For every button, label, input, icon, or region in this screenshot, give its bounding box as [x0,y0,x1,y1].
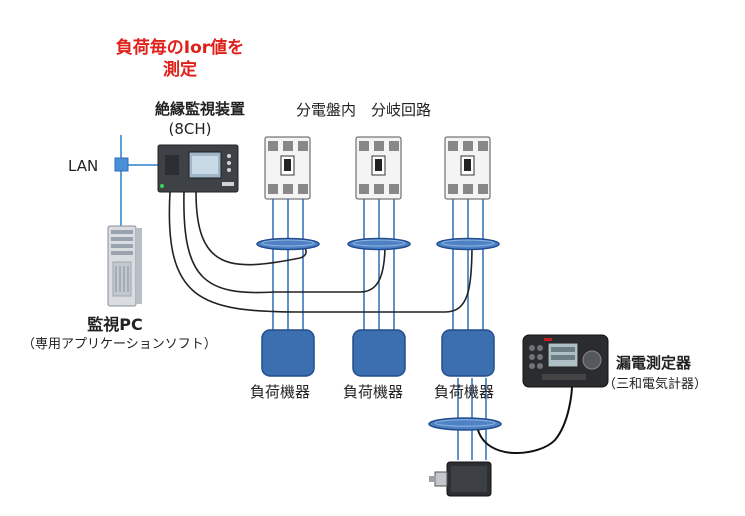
title-line-2: 測定 [163,60,197,80]
motor-icon [429,461,492,497]
breaker-icon [264,136,311,200]
ct-sensor-ring [256,237,320,251]
ct-sensor-ring [347,237,411,251]
load-device-box [352,329,406,377]
ct-signal-cables [168,191,473,313]
leakage-tester-icon [522,334,609,388]
monitor-device-name: 絶縁監視装置 [154,100,245,118]
pc-name: 監視PC [87,315,143,334]
load-label-2: 負荷機器 [343,383,404,401]
tester-maker: （三和電気計器） [603,377,708,392]
pc-software: （専用アプリケーションソフト） [22,337,217,352]
ct-sensor-ring [436,237,500,251]
load-device-box [261,329,315,377]
ct-clamp-ring [428,417,502,431]
lan-hub-icon [114,157,129,172]
title-line-1: 負荷毎のIor値を [115,38,245,58]
load-label-3: 負荷機器 [434,383,495,401]
diagram-title: 負荷毎のIor値を 測定 [95,37,265,81]
pc-tower-icon [107,225,142,307]
breaker-icon [444,136,491,200]
lan-label: LAN [68,157,99,175]
breaker-icon [355,136,402,200]
power-wires [272,199,487,460]
monitor-device-channels: (8CH) [168,120,212,138]
load-label-1: 負荷機器 [250,383,311,401]
tester-name: 漏電測定器 [616,354,692,372]
insulation-monitor-device-icon [157,144,239,193]
panel-branch-label: 分電盤内 分岐回路 [296,101,432,119]
load-device-box [441,329,495,377]
tester-cable [477,384,573,454]
